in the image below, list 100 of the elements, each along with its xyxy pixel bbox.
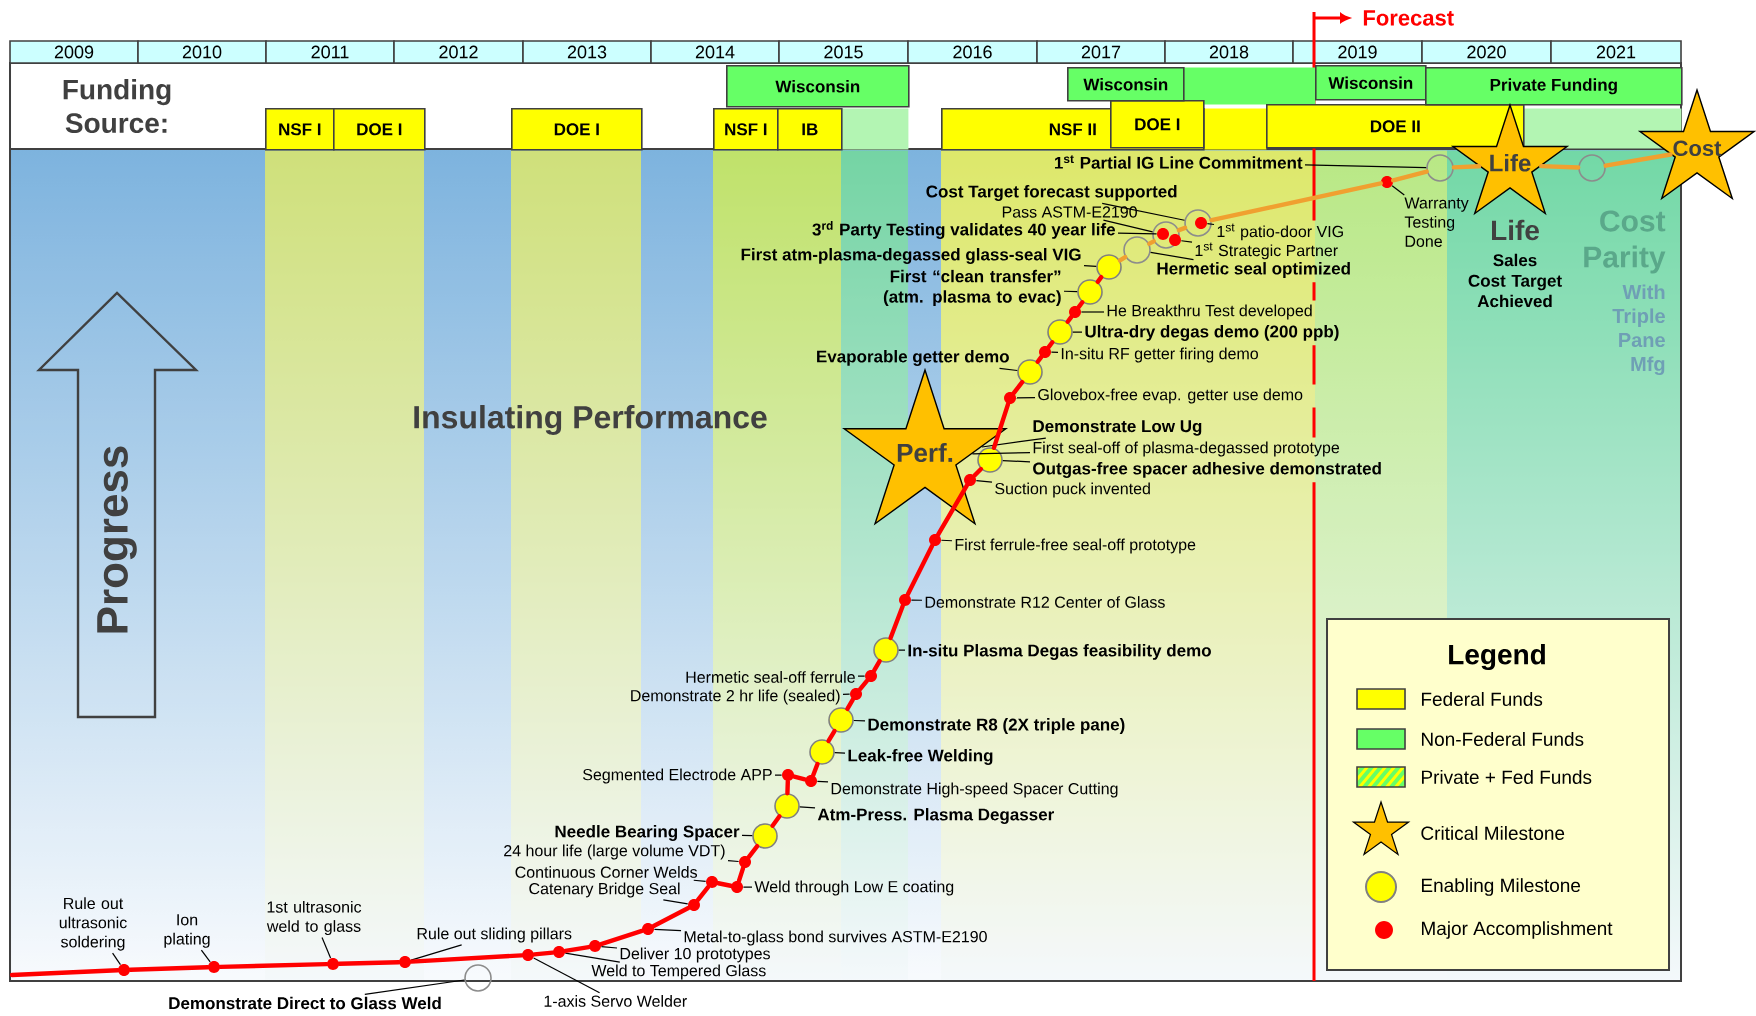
- milestone-label: First seal-off of plasma-degassed prototype: [1033, 441, 1340, 457]
- year-cell: 2013: [522, 40, 652, 64]
- trend-line: [651, 905, 691, 929]
- milestone-circle: [1077, 279, 1103, 305]
- year-cell: 2012: [393, 40, 524, 64]
- milestone-label: In-situ Plasma Degas feasibility demo: [908, 644, 1211, 660]
- trend-line: [409, 953, 524, 964]
- funding-bar: Wisconsin: [726, 65, 910, 108]
- milestone-label: Rule out ultrasonic soldering: [59, 897, 127, 951]
- milestone-label: 3$^{rd}$ Party Testing validates 40 year life: [812, 221, 1115, 239]
- trend-line: [532, 950, 555, 957]
- legend-label: Critical Milestone: [1421, 826, 1565, 840]
- leader-line: [564, 952, 621, 963]
- trend-line: [1117, 254, 1128, 263]
- funding-bar: DOE I: [333, 108, 426, 151]
- milestone-label: 24 hour life (large volume VDT): [504, 844, 725, 860]
- leader-line: [1072, 331, 1083, 333]
- trend-line: [857, 678, 870, 692]
- milestone-label: Atm-Press. Plasma Degasser: [817, 808, 1054, 824]
- funding-bar: DOE I: [1110, 100, 1205, 149]
- year-cell: 2017: [1036, 40, 1166, 64]
- funding-bar: Wisconsin: [1315, 65, 1427, 101]
- leader-line: [1050, 351, 1059, 353]
- milestone-label: Leak-free Welding: [848, 749, 993, 765]
- trend-line: [1011, 379, 1025, 396]
- trend-line: [792, 774, 808, 782]
- milestone-label: Demonstrate Low Ug: [1033, 420, 1202, 436]
- milestone-label: 1-axis Servo Welder: [544, 995, 687, 1007]
- milestone-label: Demonstrate High-speed Spacer Cutting: [831, 782, 1118, 798]
- milestone-label: 1$^{st}$ patio-door VIG: [1217, 223, 1343, 241]
- year-cell: 2014: [650, 40, 780, 64]
- funding-bar: [1183, 67, 1316, 105]
- trend-line: [905, 543, 935, 597]
- milestone-label: Catenary Bridge Seal: [529, 882, 680, 898]
- trend-line: [1076, 300, 1085, 310]
- leader-line: [1063, 290, 1078, 293]
- milestone-ring: [1184, 209, 1212, 237]
- trend-line: [9, 968, 120, 978]
- milestone-label: Sales: [1493, 253, 1537, 267]
- trend-line: [826, 728, 837, 744]
- leader-line: [1101, 202, 1186, 221]
- trend-line: [872, 658, 882, 673]
- milestone-ring: [1426, 154, 1454, 182]
- trend-line: [128, 965, 210, 972]
- milestone-label: Demonstrate Direct to Glass Weld: [169, 996, 441, 1010]
- milestone-label: He Breakthru Test developed: [1107, 304, 1312, 320]
- year-cell: 2020: [1421, 40, 1552, 64]
- row-heading: Funding Source:: [63, 78, 171, 134]
- leader-line: [940, 539, 953, 542]
- leader-line: [1015, 397, 1036, 399]
- milestone-label: Hermetic seal optimized: [1157, 262, 1350, 278]
- milestone-label: Cost Target forecast supported: [926, 185, 1177, 201]
- trend-line: [736, 865, 746, 884]
- leader-line: [842, 693, 851, 695]
- milestone-label: Outgas-free spacer adhesive demonstrated: [1033, 462, 1381, 478]
- milestone-label: Deliver 10 prototypes: [620, 947, 770, 963]
- trend-line: [1035, 354, 1044, 364]
- leader-line: [774, 774, 783, 776]
- milestone-label: Metal-to-glass bond survives ASTM-E2190: [684, 930, 987, 946]
- leader-line: [1150, 251, 1195, 261]
- milestone-label: Ion plating: [164, 914, 210, 948]
- leader-line: [971, 451, 1031, 455]
- year-cell: 2019: [1292, 40, 1423, 64]
- funding-bar: DOE I: [511, 108, 643, 151]
- leader-line: [741, 834, 753, 837]
- legend-label: Enabling Milestone: [1422, 878, 1581, 896]
- year-cell: 2016: [907, 40, 1038, 64]
- trend-line: [716, 881, 733, 888]
- milestone-label: Weld to Tempered Glass: [591, 964, 766, 980]
- leader-line: [533, 957, 601, 994]
- funding-bar: NSF I: [265, 108, 335, 151]
- funding-bar: IB: [777, 108, 843, 151]
- milestone-label: Weld through Low E coating: [754, 880, 954, 896]
- leader-line: [981, 437, 1047, 448]
- leader-line: [112, 952, 122, 966]
- forecast-label: Forecast: [1363, 10, 1454, 26]
- legend-label: Non-Federal Funds: [1422, 732, 1584, 746]
- trend-line: [1147, 239, 1156, 246]
- milestone-label: Rule out sliding pillars: [417, 927, 572, 943]
- trend-line: [785, 779, 790, 796]
- trend-line: [218, 961, 329, 970]
- trend-line: [770, 814, 782, 828]
- trend-line: [695, 884, 711, 903]
- milestone-circle: [873, 637, 899, 663]
- milestone-label: In-situ RF getter firing demo: [1061, 347, 1258, 363]
- milestone-circle: [1047, 319, 1073, 345]
- leader-line: [693, 879, 707, 882]
- milestone-label: Demonstrate R8 (2X triple pane): [868, 718, 1125, 734]
- milestone-label: Cost Target Achieved: [1468, 274, 1562, 308]
- leader-line: [653, 928, 682, 932]
- milestone-ring: [1123, 236, 1151, 264]
- milestone-label: Demonstrate R12 Center of Glass: [925, 596, 1165, 608]
- milestone-label: Segmented Electrode APP: [583, 768, 772, 784]
- leader-line: [975, 480, 993, 483]
- milestone-label: Needle Bearing Spacer: [555, 825, 740, 841]
- milestone-label: First “clean transfer” (atm. plasma to evac): [883, 269, 1061, 307]
- milestone-label: First ferrule-free seal-off prototype: [955, 538, 1196, 554]
- trend-line: [845, 697, 855, 712]
- milestone-label: First atm-plasma-degassed glass-seal VIG: [741, 248, 1081, 264]
- trend-line: [811, 761, 820, 778]
